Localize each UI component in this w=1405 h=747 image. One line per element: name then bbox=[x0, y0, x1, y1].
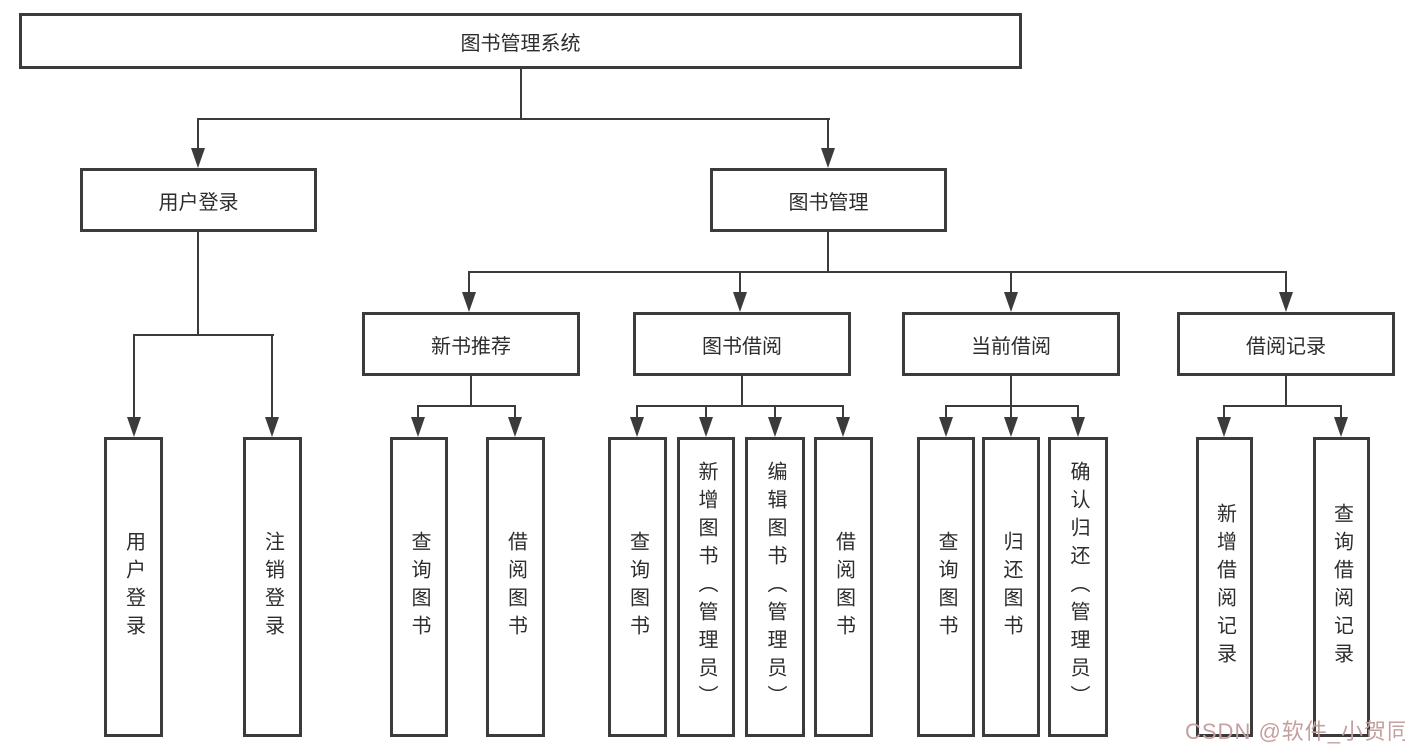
connector-line bbox=[197, 118, 830, 120]
arrow-down-icon bbox=[462, 292, 476, 312]
node-label: 新增图书（管理员） bbox=[695, 461, 717, 713]
node-book-borrowing: 图书借阅 bbox=[633, 312, 851, 376]
connector-line bbox=[842, 405, 844, 420]
connector-line bbox=[271, 334, 273, 420]
node-label: 查询图书 bbox=[626, 531, 649, 643]
node-label: 图书借阅 bbox=[702, 335, 782, 358]
connector-line bbox=[468, 271, 470, 295]
node-label: 确认归还（管理员） bbox=[1067, 461, 1089, 713]
connector-line bbox=[774, 405, 776, 420]
connector-line bbox=[945, 405, 1079, 407]
connector-line bbox=[741, 376, 743, 407]
connector-line bbox=[827, 232, 829, 273]
leaf-logout: 注销登录 bbox=[243, 437, 302, 737]
node-label: 借阅图书 bbox=[832, 531, 855, 643]
arrow-down-icon bbox=[127, 417, 141, 437]
connector-line bbox=[417, 405, 419, 420]
arrow-down-icon bbox=[265, 417, 279, 437]
arrow-down-icon bbox=[1004, 417, 1018, 437]
arrow-down-icon bbox=[821, 148, 835, 168]
connector-line bbox=[827, 118, 829, 150]
node-current-borrowing: 当前借阅 bbox=[902, 312, 1120, 376]
leaf-query-books-borrowing: 查询图书 bbox=[608, 437, 667, 737]
leaf-return-books: 归还图书 bbox=[982, 437, 1040, 737]
leaf-query-books-recommend: 查询图书 bbox=[390, 437, 448, 737]
node-library-management-system: 图书管理系统 bbox=[19, 13, 1022, 69]
node-label: 图书管理 bbox=[788, 191, 869, 214]
connector-line bbox=[1340, 405, 1342, 420]
arrow-down-icon bbox=[768, 417, 782, 437]
arrow-down-icon bbox=[939, 417, 953, 437]
arrow-down-icon bbox=[733, 292, 747, 312]
arrow-down-icon bbox=[411, 417, 425, 437]
arrow-down-icon bbox=[1004, 292, 1018, 312]
node-book-management: 图书管理 bbox=[710, 168, 947, 232]
connector-line bbox=[133, 334, 135, 420]
node-label: 注销登录 bbox=[261, 531, 284, 643]
leaf-confirm-return-admin: 确认归还（管理员） bbox=[1048, 437, 1108, 737]
node-label: 编辑图书（管理员） bbox=[764, 461, 786, 713]
connector-line bbox=[1077, 405, 1079, 420]
arrow-down-icon bbox=[699, 417, 713, 437]
node-label: 借阅记录 bbox=[1246, 335, 1326, 358]
leaf-edit-books-admin: 编辑图书（管理员） bbox=[745, 437, 805, 737]
connector-line bbox=[1223, 405, 1342, 407]
connector-line bbox=[739, 271, 741, 295]
connector-line bbox=[705, 405, 707, 420]
node-label: 借阅图书 bbox=[504, 531, 527, 643]
leaf-query-borrow-record: 查询借阅记录 bbox=[1313, 437, 1370, 737]
connector-line bbox=[1285, 271, 1287, 295]
arrow-down-icon bbox=[508, 417, 522, 437]
node-label: 归还图书 bbox=[1000, 531, 1022, 643]
node-label: 当前借阅 bbox=[971, 335, 1051, 358]
arrow-down-icon bbox=[1217, 417, 1231, 437]
arrow-down-icon bbox=[1334, 417, 1348, 437]
connector-line bbox=[197, 118, 199, 150]
node-label: 新增借阅记录 bbox=[1213, 503, 1236, 671]
arrow-down-icon bbox=[1279, 292, 1293, 312]
node-user-login: 用户登录 bbox=[80, 168, 317, 232]
connector-line bbox=[520, 69, 522, 120]
arrow-down-icon bbox=[630, 417, 644, 437]
node-label: 查询图书 bbox=[408, 531, 430, 643]
connector-line bbox=[1010, 271, 1012, 295]
leaf-query-books-current: 查询图书 bbox=[917, 437, 975, 737]
connector-line bbox=[1010, 405, 1012, 420]
connector-line bbox=[1285, 376, 1287, 407]
leaf-borrow-books: 借阅图书 bbox=[814, 437, 873, 737]
leaf-add-books-admin: 新增图书（管理员） bbox=[677, 437, 735, 737]
node-new-book-recommend: 新书推荐 bbox=[362, 312, 580, 376]
connector-line bbox=[470, 376, 472, 407]
node-borrowing-records: 借阅记录 bbox=[1177, 312, 1395, 376]
connector-line bbox=[1223, 405, 1225, 420]
node-label: 用户登录 bbox=[158, 191, 239, 214]
leaf-borrow-books-recommend: 借阅图书 bbox=[486, 437, 545, 737]
node-label: 用户登录 bbox=[122, 531, 145, 643]
connector-line bbox=[417, 405, 516, 407]
node-label: 新书推荐 bbox=[431, 335, 511, 358]
arrow-down-icon bbox=[836, 417, 850, 437]
connector-line bbox=[197, 232, 199, 336]
csdn-watermark: CSDN @软件_小贺同学 bbox=[1185, 719, 1405, 744]
leaf-user-login: 用户登录 bbox=[104, 437, 163, 737]
connector-line bbox=[468, 271, 1287, 273]
node-label: 查询图书 bbox=[935, 531, 957, 643]
connector-line bbox=[514, 405, 516, 420]
arrow-down-icon bbox=[1071, 417, 1085, 437]
connector-line bbox=[636, 405, 844, 407]
node-label: 查询借阅记录 bbox=[1330, 503, 1353, 671]
connector-line bbox=[1010, 376, 1012, 407]
node-label: 图书管理系统 bbox=[460, 32, 581, 55]
connector-line bbox=[636, 405, 638, 420]
arrow-down-icon bbox=[191, 148, 205, 168]
connector-line bbox=[945, 405, 947, 420]
connector-line bbox=[133, 334, 274, 336]
leaf-add-borrow-record: 新增借阅记录 bbox=[1196, 437, 1253, 737]
